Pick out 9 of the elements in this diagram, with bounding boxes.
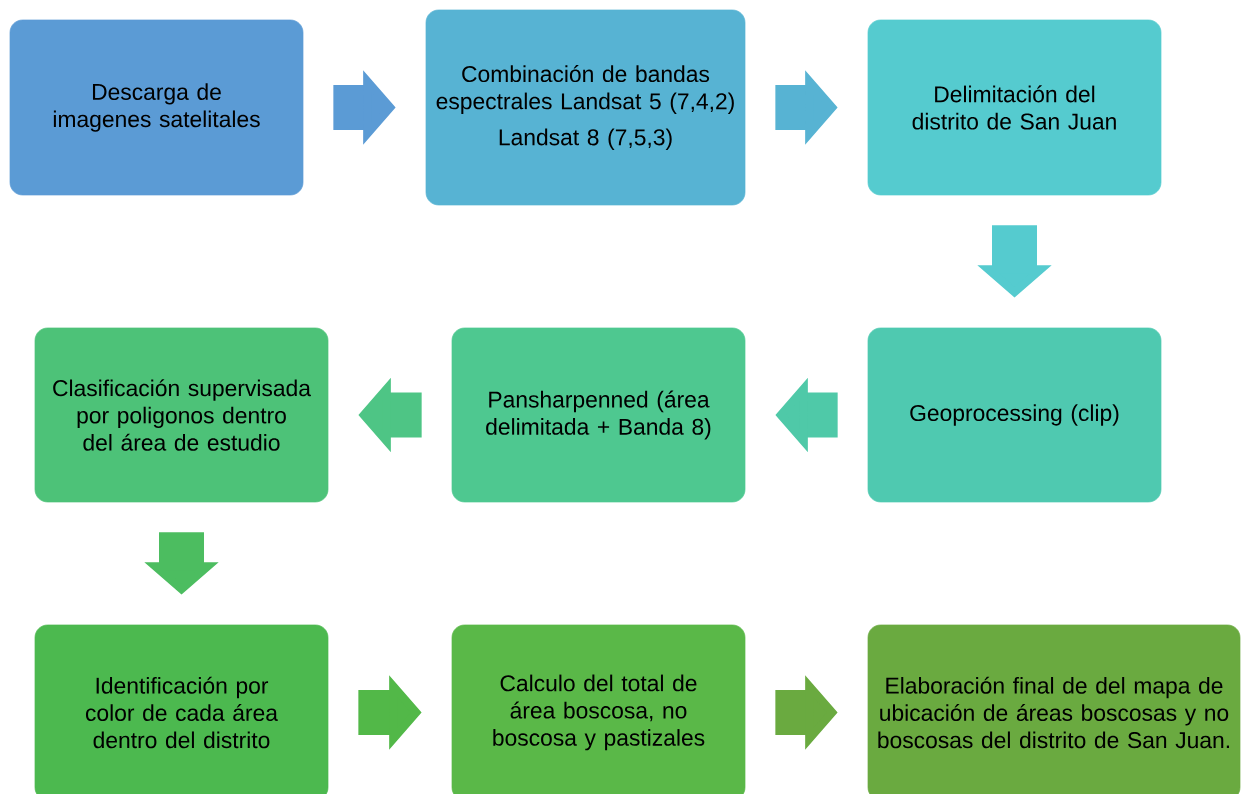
process-box: Combinación de bandas espectrales Landsat 5 (7,4,2) Landsat 8 (7,5,3): [425, 9, 746, 206]
process-box: Calculo del total de área boscosa, no boscosa y pastizales: [451, 624, 746, 794]
process-box: Identificación por color de cada área dentro del distrito: [34, 624, 329, 794]
process-box: Descarga de imagenes satelitales: [9, 19, 304, 196]
process-box: Pansharpenned (área delimitada + Banda 8): [451, 327, 746, 503]
process-box: Delimitación del distrito de San Juan: [867, 19, 1162, 196]
process-box: Elaboración final de del mapa de ubicación de áreas boscosas y no boscosas del distrito de San Juan.: [867, 624, 1241, 794]
process-box: Clasificación supervisada por poligonos dentro del área de estudio: [34, 327, 329, 503]
process-box: Geoprocessing (clip): [867, 327, 1162, 503]
